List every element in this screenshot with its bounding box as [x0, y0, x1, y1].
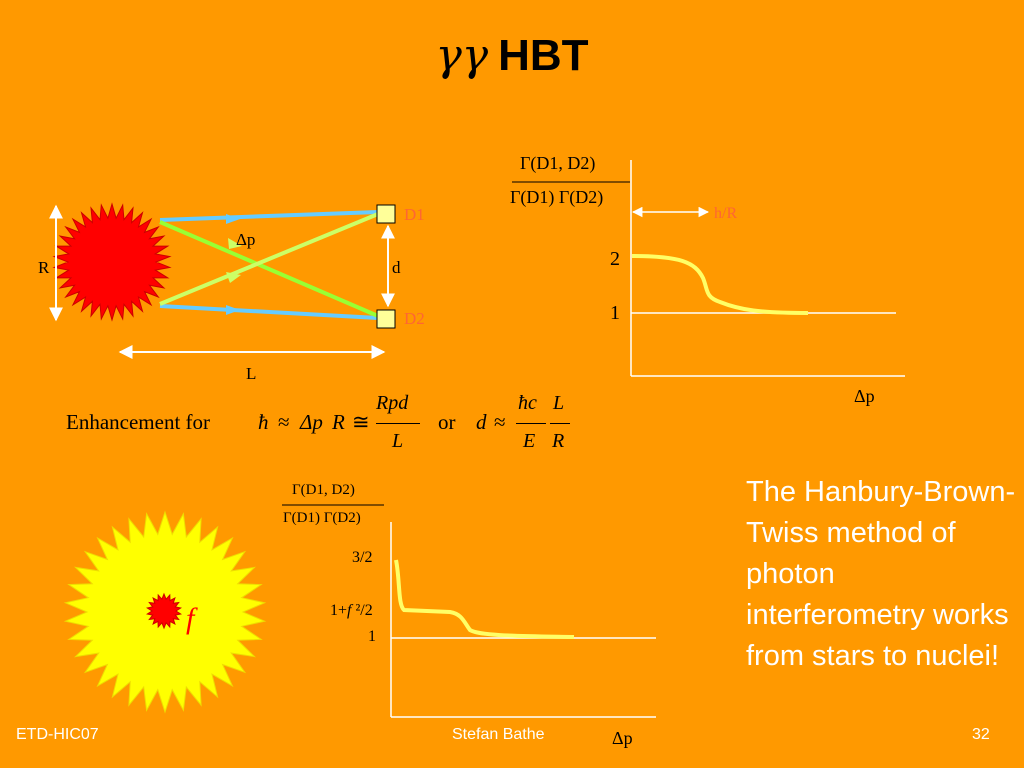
formula-frac3-numerator: L	[553, 392, 565, 414]
formula-congruent: ≅	[352, 410, 370, 434]
formula-delta-p: Δp	[300, 410, 323, 434]
red-star-source	[52, 202, 172, 322]
formula-frac2-bar	[516, 423, 546, 424]
small-red-star-source	[145, 592, 183, 630]
graph2-ratio-denominator: Γ(D1) Γ(D2)	[283, 510, 361, 526]
graph1-correlation-curve	[631, 254, 809, 315]
footer-author: Stefan Bathe	[452, 726, 545, 743]
graph1-y-tick-1: 1	[610, 302, 620, 324]
label-R: R	[38, 258, 50, 277]
formula-frac3-bar	[550, 423, 570, 424]
graph1-ratio-numerator: Γ(D1, D2)	[520, 153, 596, 173]
ray-bottom-to-d2	[159, 304, 379, 320]
formula-frac1-denominator: L	[392, 430, 404, 452]
graph2-x-label: Δp	[612, 728, 633, 748]
formula-approx-2: ≈	[494, 410, 506, 434]
ray-top-to-d2	[159, 220, 379, 318]
title-text: HBT	[498, 31, 589, 80]
label-d: d	[392, 258, 401, 277]
label-L: L	[246, 364, 257, 383]
label-d1: D1	[404, 205, 425, 224]
formula-frac1-bar	[376, 423, 420, 424]
formula-approx-1: ≈	[278, 410, 290, 434]
ray-top-to-d1	[159, 210, 379, 222]
graph2-y-tick-f-variable: f	[347, 602, 352, 619]
ray-arrowhead-1	[226, 214, 240, 224]
graph1-x-label: Δp	[854, 386, 875, 406]
ray-bottom-to-d1	[159, 212, 379, 306]
ray-arrowhead-2	[226, 305, 240, 315]
detector-d2-box	[376, 309, 396, 329]
graph2-y-tick-1: 1	[368, 628, 376, 645]
formula-prefix: Enhancement for	[66, 410, 211, 434]
graph2-ratio-numerator: Γ(D1, D2)	[292, 482, 355, 498]
graph2-y-tick-1-plus-f: 1+f ²/2	[330, 602, 373, 620]
side-text: The Hanbury-Brown-Twiss method of photon…	[746, 476, 1016, 672]
nucleus-f-label: f	[186, 602, 195, 635]
formula-frac2-numerator: ħc	[518, 392, 537, 414]
footer-page-number: 32	[972, 726, 990, 743]
formula-R: R	[332, 410, 345, 434]
formula-frac1-numerator: Rpd	[376, 392, 409, 414]
formula-frac2-denominator: E	[523, 430, 536, 452]
label-delta-p: Δp	[236, 230, 256, 249]
graph1-width-label: h/R	[714, 205, 738, 222]
graph2-y-tick-f-suffix: ²/2	[351, 602, 373, 619]
label-d2: D2	[404, 309, 425, 328]
footer-conference: ETD-HIC07	[16, 726, 99, 743]
detector-d1-box	[376, 204, 396, 224]
formula-frac3-denominator: R	[552, 430, 565, 452]
formula-hbar: ħ	[258, 410, 269, 434]
graph1-y-tick-2: 2	[610, 248, 620, 270]
graph2-correlation-curve	[394, 559, 575, 639]
formula-or: or	[438, 410, 456, 434]
title-greek: γγ	[435, 30, 489, 81]
ray-arrowhead-4	[226, 272, 241, 283]
formula-d: d	[476, 410, 487, 434]
ray-arrowhead-3	[228, 238, 242, 249]
graph1-ratio-denominator: Γ(D1) Γ(D2)	[510, 187, 604, 207]
graph2-y-tick-3-2: 3/2	[352, 549, 373, 566]
graph2-y-tick-f-prefix: 1+	[330, 602, 348, 619]
